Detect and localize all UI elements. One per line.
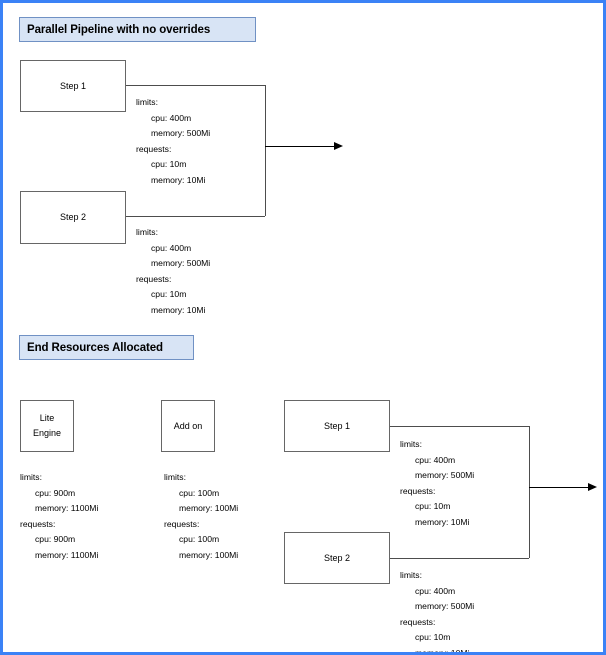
- limits-cpu: cpu: 400m: [415, 454, 456, 465]
- requests-cpu: cpu: 10m: [415, 501, 451, 512]
- requests-memory: memory: 1100Mi: [35, 549, 99, 560]
- requests-memory: memory: 10Mi: [151, 174, 206, 185]
- limits-memory: memory: 500Mi: [415, 470, 475, 481]
- lite-engine-resources: limits: cpu: 900m memory: 1100Mi request…: [20, 470, 98, 564]
- requests-key: requests:: [136, 273, 172, 284]
- limits-key: limits:: [400, 439, 422, 449]
- lite-engine-label-line1: Lite: [39, 413, 55, 423]
- top-output-arrow-head: [334, 141, 343, 150]
- bottom-step-2-connector: [390, 558, 529, 559]
- top-step-2-label: Step 2: [59, 212, 87, 222]
- requests-key: requests:: [400, 616, 436, 627]
- limits-cpu: cpu: 900m: [35, 487, 76, 498]
- limits-key: limits:: [136, 97, 158, 107]
- limits-key: limits:: [164, 472, 186, 482]
- section-title-end-resources: End Resources Allocated: [19, 335, 194, 360]
- bottom-junction-line: [529, 426, 530, 558]
- top-step-1-label: Step 1: [59, 80, 87, 91]
- add-on-box[interactable]: Add on: [161, 400, 215, 452]
- bottom-step-1-resources: limits: cpu: 400m memory: 500Mi requests…: [400, 437, 474, 531]
- limits-key: limits:: [20, 472, 42, 482]
- top-junction-line: [265, 85, 266, 216]
- top-output-arrow-line: [265, 146, 335, 147]
- top-step-1-connector: [126, 85, 265, 86]
- requests-memory: memory: 10Mi: [151, 304, 206, 315]
- bottom-step-2-label: Step 2: [323, 552, 351, 563]
- lite-engine-box[interactable]: Lite Engine: [20, 400, 74, 452]
- requests-memory: memory: 100Mi: [179, 549, 239, 560]
- requests-key: requests:: [20, 518, 56, 529]
- bottom-step-1-label: Step 1: [323, 420, 351, 431]
- requests-memory: memory: 10Mi: [415, 516, 470, 527]
- add-on-label: Add on: [173, 420, 203, 431]
- top-step-2-box[interactable]: Step 2: [20, 191, 126, 244]
- requests-memory: memory: 10Mi: [415, 647, 470, 655]
- add-on-resources: limits: cpu: 100m memory: 100Mi requests…: [164, 470, 238, 564]
- bottom-step-2-resources: limits: cpu: 400m memory: 500Mi requests…: [400, 568, 475, 655]
- limits-memory: memory: 500Mi: [415, 601, 475, 612]
- limits-memory: memory: 1100Mi: [35, 503, 99, 514]
- bottom-step-2-box[interactable]: Step 2: [284, 532, 390, 584]
- limits-memory: memory: 100Mi: [179, 503, 239, 514]
- bottom-step-1-connector: [390, 426, 529, 427]
- lite-engine-label-line2: Engine: [32, 428, 62, 438]
- requests-cpu: cpu: 10m: [415, 632, 451, 643]
- top-step-2-connector: [126, 216, 265, 217]
- requests-cpu: cpu: 10m: [151, 159, 187, 170]
- limits-memory: memory: 500Mi: [151, 128, 211, 139]
- requests-cpu: cpu: 900m: [35, 534, 76, 545]
- top-step-2-resources: limits: cpu: 400m memory: 500Mi requests…: [136, 225, 210, 319]
- requests-cpu: cpu: 100m: [179, 534, 220, 545]
- limits-key: limits:: [136, 227, 158, 237]
- limits-cpu: cpu: 400m: [151, 242, 192, 253]
- section-title-parallel-pipeline: Parallel Pipeline with no overrides: [19, 17, 256, 42]
- requests-key: requests:: [164, 518, 200, 529]
- top-step-1-box[interactable]: Step 1: [20, 60, 126, 112]
- limits-cpu: cpu: 400m: [151, 112, 192, 123]
- bottom-output-arrow-head: [588, 482, 597, 491]
- bottom-output-arrow-line: [529, 487, 589, 488]
- top-step-1-resources: limits: cpu: 400m memory: 500Mi requests…: [136, 95, 210, 189]
- limits-key: limits:: [400, 570, 422, 580]
- requests-cpu: cpu: 10m: [151, 289, 187, 300]
- requests-key: requests:: [136, 143, 172, 154]
- limits-cpu: cpu: 400m: [415, 585, 456, 596]
- requests-key: requests:: [400, 485, 436, 496]
- limits-memory: memory: 500Mi: [151, 258, 211, 269]
- limits-cpu: cpu: 100m: [179, 487, 220, 498]
- bottom-step-1-box[interactable]: Step 1: [284, 400, 390, 452]
